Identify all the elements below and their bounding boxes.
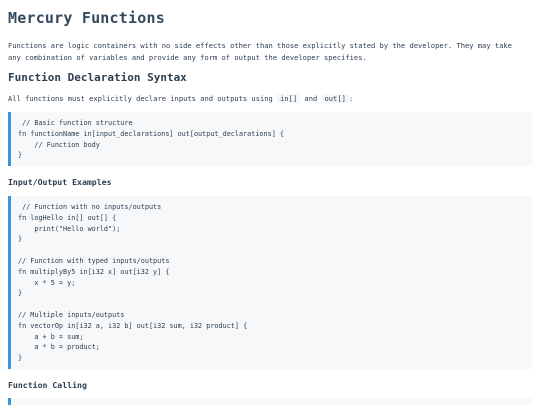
page-title: Mercury Functions xyxy=(8,9,165,27)
inline-code-in: in[] xyxy=(277,94,301,103)
declaration-paragraph: All functions must explicitly declare in… xyxy=(8,93,353,105)
examples-heading: Input/Output Examples xyxy=(8,177,112,187)
declaration-text-and: and xyxy=(300,94,322,103)
declaration-heading: Function Declaration Syntax xyxy=(8,71,187,84)
intro-paragraph: Functions are logic containers with no s… xyxy=(8,41,512,62)
declaration-text-before: All functions must explicitly declare in… xyxy=(8,94,278,103)
declaration-code: // Basic function structure fn functionN… xyxy=(18,119,284,160)
calling-heading: Function Calling xyxy=(8,380,87,390)
examples-code-block: // Function with no inputs/outputs fn lo… xyxy=(8,196,532,369)
inline-code-out: out[] xyxy=(321,94,349,103)
declaration-text-after: : xyxy=(348,94,354,103)
calling-code-block xyxy=(8,398,532,405)
declaration-code-block: // Basic function structure fn functionN… xyxy=(8,112,532,166)
examples-code: // Function with no inputs/outputs fn lo… xyxy=(18,203,248,363)
